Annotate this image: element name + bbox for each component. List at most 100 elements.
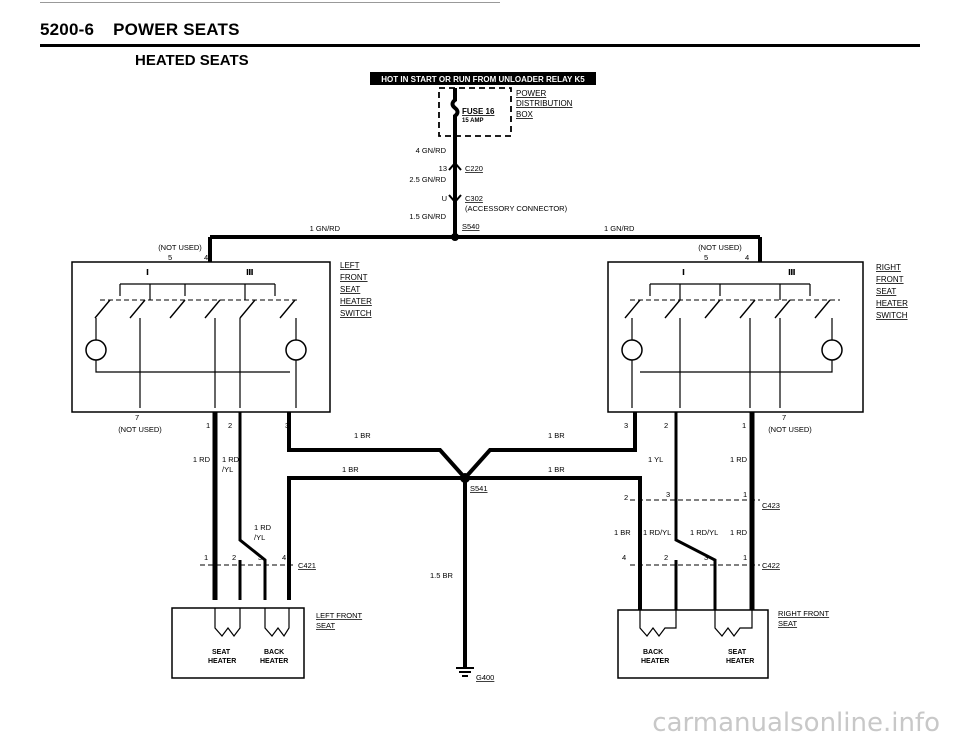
left-notused-bot: (NOT USED)	[118, 425, 162, 434]
left-pin4: 4	[204, 253, 208, 262]
wire-rd-right-1: 1 RD	[730, 455, 748, 464]
c422-label: C422	[762, 561, 780, 570]
left-pin1: 1	[206, 421, 210, 430]
wire-rd-left: 1 RD	[193, 455, 211, 464]
c421-pin1: 1	[204, 553, 208, 562]
c422-pin2: 2	[664, 553, 668, 562]
br-upper-loop	[287, 412, 637, 482]
wire-br-2: 1 BR	[548, 431, 565, 440]
wire-br-3: 1 BR	[342, 465, 359, 474]
g400-label: G400	[476, 673, 494, 682]
back-heater-element-left	[264, 608, 290, 638]
left-notused-top: (NOT USED)	[158, 243, 202, 252]
wire-rdyl-left-2: /YL	[222, 465, 233, 474]
left-pin5: 5	[168, 253, 172, 262]
power-box-l2: DISTRIBUTION	[516, 99, 573, 108]
c302-desc: (ACCESSORY CONNECTOR)	[465, 204, 568, 213]
wire-rdyl-left-1: 1 RD	[222, 455, 240, 464]
c423-label: C423	[762, 501, 780, 510]
right-h2-l2: HEATER	[726, 658, 754, 665]
top-rule	[40, 2, 500, 3]
watermark: carmanualsonline.info	[652, 708, 940, 738]
c421-pin4: 4	[282, 553, 286, 562]
c302-pin: U	[442, 194, 447, 203]
right-h2-l1: SEAT	[728, 649, 747, 656]
left-h1-l1: SEAT	[212, 649, 231, 656]
wire-25gnrd: 2.5 GN/RD	[409, 175, 446, 184]
c421-pin3: 3	[258, 553, 262, 562]
wire-br-1: 1 BR	[354, 431, 371, 440]
left-pin7: 7	[135, 413, 139, 422]
s540-splice	[451, 233, 459, 241]
left-seat-l2: SEAT	[316, 621, 335, 630]
left-h2-l1: BACK	[264, 649, 284, 656]
c423-pin2: 2	[624, 493, 628, 502]
wire-15br: 1.5 BR	[430, 571, 454, 580]
wire-rdyl-right-2: 1 RD/YL	[690, 528, 718, 537]
right-switch-l5: SWITCH	[876, 311, 908, 320]
c421-label: C421	[298, 561, 316, 570]
left-rdyl-wire	[238, 412, 267, 600]
left-pin2: 2	[228, 421, 232, 430]
seat-heater-element-right	[714, 610, 753, 637]
c421-pin2: 2	[232, 553, 236, 562]
right-seat-l2: SEAT	[778, 619, 797, 628]
right-switch-l4: HEATER	[876, 299, 908, 308]
left-seat-l1: LEFT FRONT	[316, 611, 363, 620]
wire-yl-right: 1 YL	[648, 455, 663, 464]
diagram-subtitle: HEATED SEATS	[135, 52, 249, 69]
c302-connector	[448, 194, 462, 204]
right-switch-l1: RIGHT	[876, 263, 901, 272]
c220-pin: 13	[439, 164, 447, 173]
left-seat-heater-switch: (NOT USED) 5 4 Ⅰ Ⅲ LEFT FRONT SEAT HEATE…	[71, 243, 372, 434]
left-switch-box	[71, 261, 331, 413]
wire-gnrd-left: 1 GN/RD	[310, 224, 341, 233]
fuse-rating: 15 AMP	[462, 118, 483, 124]
banner-text: HOT IN START OR RUN FROM UNLOADER RELAY …	[381, 75, 585, 84]
c423-pin3: 3	[666, 490, 670, 499]
right-seat-heater-switch: (NOT USED) 5 4 Ⅰ Ⅲ RIGHT FRONT SEAT HEAT…	[607, 243, 908, 434]
power-box-l1: POWER	[516, 89, 546, 98]
left-h1-l2: HEATER	[208, 658, 236, 665]
section-title: POWER SEATS	[113, 20, 240, 39]
right-h1-l1: BACK	[643, 649, 663, 656]
left-switch-l4: HEATER	[340, 297, 372, 306]
right-pos-1: Ⅰ	[682, 268, 685, 277]
header-rule	[40, 44, 920, 47]
s541-label: S541	[470, 484, 488, 493]
wire-4gnrd: 4 GN/RD	[416, 146, 447, 155]
right-pin3: 3	[624, 421, 628, 430]
power-distribution-box	[438, 87, 512, 137]
wire-br-4: 1 BR	[548, 465, 565, 474]
right-h1-l2: HEATER	[641, 658, 669, 665]
wire-15gnrd: 1.5 GN/RD	[409, 212, 446, 221]
right-rdyl-wire	[674, 412, 717, 610]
right-notused-top: (NOT USED)	[698, 243, 742, 252]
left-switch-l5: SWITCH	[340, 309, 372, 318]
right-seat-l1: RIGHT FRONT	[778, 609, 830, 618]
right-switch-box	[607, 261, 864, 413]
left-pos-1: Ⅰ	[146, 268, 149, 277]
left-pos-3: Ⅲ	[246, 268, 254, 277]
c423-pin1: 1	[743, 490, 747, 499]
c220-connector	[448, 161, 462, 171]
left-front-seat: SEAT HEATER BACK HEATER LEFT FRONT SEAT	[171, 607, 363, 679]
right-pos-3: Ⅲ	[788, 268, 796, 277]
right-pin5: 5	[704, 253, 708, 262]
fuse-symbol	[450, 88, 460, 160]
wire-gnrd-right: 1 GN/RD	[604, 224, 635, 233]
wire-rd-right-2: 1 RD	[730, 528, 748, 537]
wire-rdyl-left-3: 1 RD	[254, 523, 272, 532]
right-pin7: 7	[782, 413, 786, 422]
right-pin4: 4	[745, 253, 749, 262]
section-code: 5200-6	[40, 20, 95, 39]
left-switch-l3: SEAT	[340, 285, 360, 294]
right-switch-l2: FRONT	[876, 275, 904, 284]
page-header: 5200-6 POWER SEATS	[40, 20, 254, 40]
banner-box	[370, 72, 596, 85]
c220-label: C220	[465, 164, 483, 173]
wire-rdyl-left-4: /YL	[254, 533, 265, 542]
fuse-name: FUSE 16	[462, 107, 495, 116]
power-box-l3: BOX	[516, 110, 534, 119]
